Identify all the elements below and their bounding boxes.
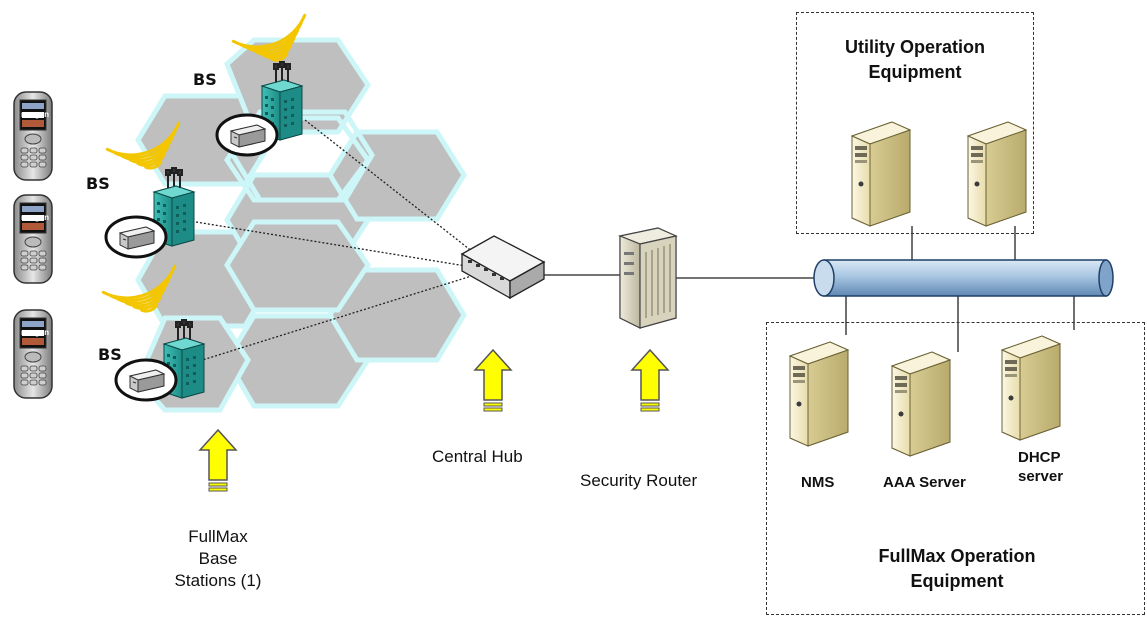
router-icon <box>617 227 678 329</box>
phone-brand-label: nexgen <box>21 110 50 119</box>
hex-cell <box>327 129 467 222</box>
radio-unit-icon <box>114 358 178 402</box>
operation-equipment-title-line: FullMax Operation <box>878 546 1036 566</box>
phone-brand-label: nexgen <box>21 213 50 222</box>
dhcp-server-label-line: DHCP <box>1018 449 1061 466</box>
aaa-server-label: AAA Server <box>883 474 966 491</box>
utility-equipment-group <box>796 12 1034 234</box>
mobile-phone-icon <box>13 91 53 181</box>
radio-unit-icon <box>104 215 168 259</box>
phone-brand-label: nexgen <box>21 328 50 337</box>
up-arrow-icon <box>199 429 237 492</box>
operation-equipment-title: FullMax Operation Equipment <box>832 544 1082 594</box>
operation-equipment-group <box>766 322 1145 615</box>
base-stations-label-line: FullMax <box>188 527 248 546</box>
operation-equipment-title-line: Equipment <box>910 571 1004 591</box>
bs-label: BS <box>98 345 122 364</box>
central-hub-label: Central Hub <box>432 447 523 466</box>
wired-links <box>540 226 1075 352</box>
bs-label: BS <box>193 70 217 89</box>
base-stations-label-line: Base <box>198 549 238 568</box>
utility-equipment-title-line: Utility Operation <box>844 37 985 57</box>
radio-unit-icon <box>215 113 279 157</box>
utility-equipment-title: Utility Operation Equipment <box>796 35 1034 85</box>
hex-cell <box>224 219 372 313</box>
up-arrow-icon <box>474 349 512 412</box>
base-stations-label-line: Stations (1) <box>174 571 262 590</box>
dhcp-server-label: DHCP server <box>1018 448 1063 486</box>
utility-equipment-title-line: Equipment <box>868 62 962 82</box>
base-stations-label: FullMax Base Stations (1) <box>150 526 286 592</box>
mobile-phone-icon <box>13 194 53 284</box>
up-arrow-icon <box>631 349 669 412</box>
bs-label: BS <box>86 174 110 193</box>
security-router-label: Security Router <box>580 471 698 490</box>
mobile-phone-icon <box>13 309 53 399</box>
dhcp-server-label-line: server <box>1018 468 1064 485</box>
network-bus-icon <box>813 259 1114 297</box>
hub-switch-icon <box>460 235 546 300</box>
nms-label: NMS <box>801 474 835 491</box>
wireless-backhaul-links <box>195 119 479 363</box>
